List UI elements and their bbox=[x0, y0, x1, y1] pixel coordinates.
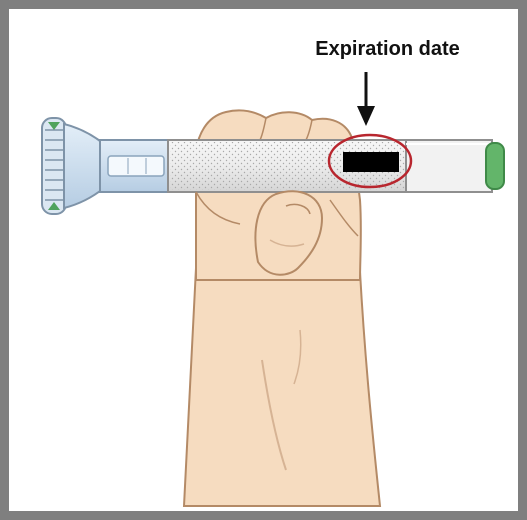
forearm bbox=[184, 268, 380, 506]
date-box bbox=[343, 152, 399, 172]
arrow-down-icon bbox=[357, 72, 375, 126]
